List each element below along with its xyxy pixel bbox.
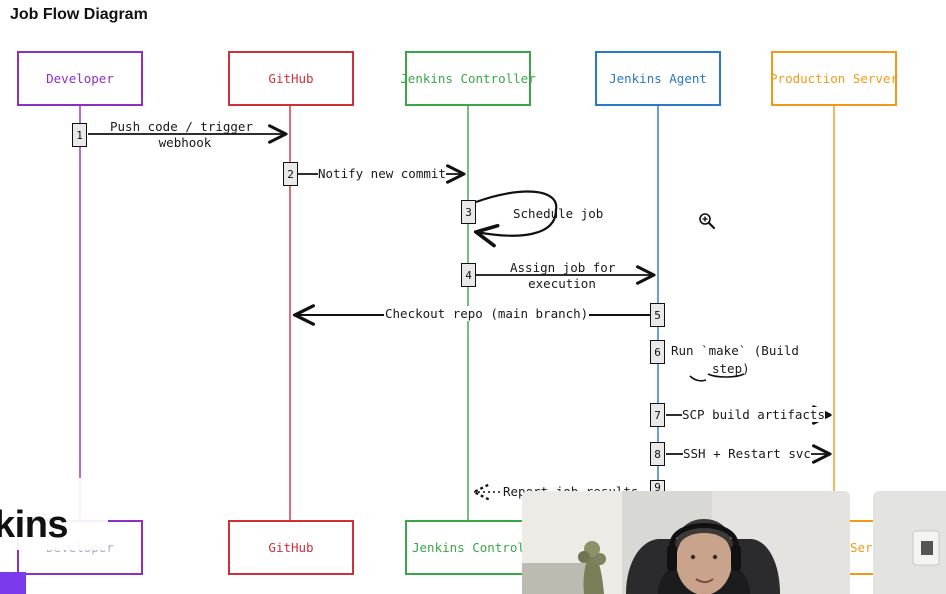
step-badge-2: 2 bbox=[283, 162, 298, 186]
step-6-label-line-1: Run `make` (Build bbox=[671, 343, 799, 358]
step-4-label-line-1: Assign job for bbox=[510, 260, 616, 275]
step-badge-4: 4 bbox=[461, 263, 476, 287]
webcam-feed-secondary bbox=[873, 491, 946, 594]
step-6-label-line-2: step) bbox=[712, 361, 750, 376]
webcam-secondary-image bbox=[873, 491, 946, 594]
arrow-step-3 bbox=[476, 190, 558, 236]
page-title: Job Flow Diagram bbox=[10, 6, 148, 23]
step-8-label: SSH + Restart svc bbox=[683, 446, 811, 461]
step-1-label-line-1: Push code / trigger bbox=[110, 119, 253, 134]
step-5-label: Checkout repo (main branch) bbox=[384, 306, 590, 321]
step-badge-8: 8 bbox=[650, 442, 665, 466]
step-1-label-line-2: webhook bbox=[158, 135, 212, 150]
actor-jenkins-controller: Jenkins Controller bbox=[400, 51, 536, 106]
actor-github: GitHub bbox=[228, 51, 354, 106]
step-badge-1: 1 bbox=[72, 123, 87, 147]
actor-jenkins-controller-bottom: Jenkins Controller bbox=[405, 520, 547, 575]
actor-production-server-bottom: Ser bbox=[846, 520, 876, 575]
step-badge-7: 7 bbox=[650, 403, 665, 427]
actor-production-server: Production Server bbox=[770, 51, 898, 106]
overlay-panel bbox=[0, 478, 108, 550]
step-2-label: Notify new commit bbox=[318, 166, 446, 181]
webcam-image bbox=[522, 491, 850, 594]
step-badge-9: 9 bbox=[650, 480, 665, 494]
step-7-label: SCP build artifacts bbox=[682, 407, 825, 422]
webcam-feed bbox=[522, 491, 850, 594]
zoom-in-icon bbox=[699, 213, 716, 230]
actor-github-bottom: GitHub bbox=[228, 520, 354, 575]
step-badge-5: 5 bbox=[650, 303, 665, 327]
actor-jenkins-agent: Jenkins Agent bbox=[595, 51, 721, 106]
step-3-label: Schedule job bbox=[513, 206, 604, 221]
arrow-step-6-mark bbox=[689, 373, 745, 382]
overlay-accent-block bbox=[0, 572, 26, 594]
step-badge-3: 3 bbox=[461, 200, 476, 224]
step-4-label-line-2: execution bbox=[528, 276, 596, 291]
overlay-title-fragment: kins bbox=[0, 504, 69, 546]
actor-developer: Developer bbox=[17, 51, 143, 106]
step-badge-6: 6 bbox=[650, 340, 665, 364]
